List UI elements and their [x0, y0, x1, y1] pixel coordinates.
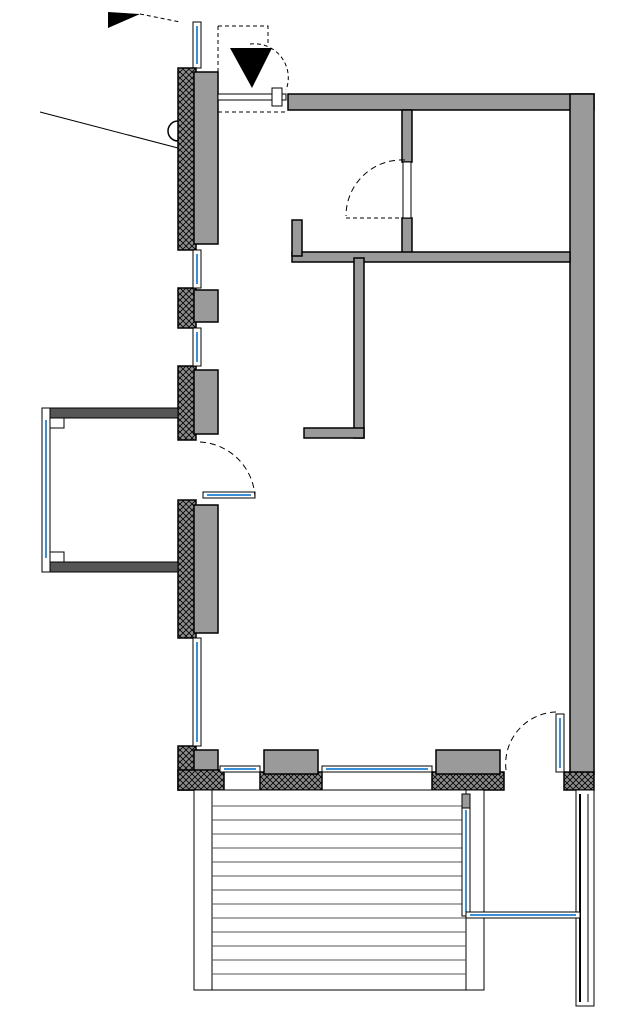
window-bottom-1[interactable] [219, 765, 261, 773]
window-left-3[interactable] [192, 637, 202, 747]
bay-window [41, 407, 179, 573]
exterior-wall-bottom [177, 749, 595, 791]
window-left-1[interactable] [192, 249, 202, 289]
interior-walls [287, 93, 595, 775]
deck-screen[interactable] [461, 793, 581, 919]
exterior-railing [575, 789, 595, 1007]
door-left[interactable] [199, 441, 256, 499]
door-interior[interactable] [345, 159, 412, 219]
door-top[interactable] [217, 87, 287, 107]
view-marker[interactable] [230, 43, 289, 91]
window-left-2[interactable] [192, 327, 202, 367]
door-bottom-right[interactable] [505, 711, 565, 773]
exterior-wall-left [177, 67, 219, 791]
deck [193, 789, 485, 991]
window-bottom-2[interactable] [321, 765, 433, 773]
section-marker[interactable] [108, 12, 181, 28]
column-marker [39, 111, 189, 149]
window-top[interactable] [192, 21, 202, 69]
